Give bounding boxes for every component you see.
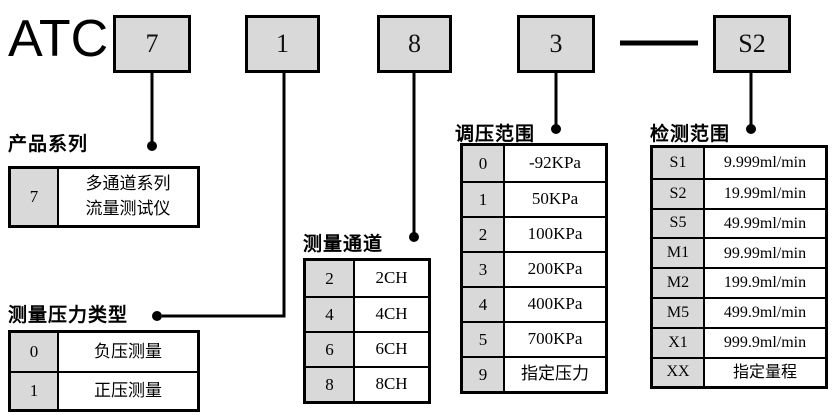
table-row: 1 正压测量	[11, 371, 197, 409]
group-title-pressure-type: 测量压力类型	[8, 305, 129, 326]
table-row: 4 400KPa	[463, 286, 605, 321]
value-cell: -92KPa	[529, 153, 581, 173]
brand-prefix: ATC	[8, 10, 109, 68]
table-series: 7 多通道系列 流量测试仪	[8, 166, 200, 228]
code-cell: 6	[306, 333, 355, 366]
code-cell: 2	[463, 218, 505, 251]
connector-channels-dot	[409, 232, 419, 242]
table-row: 7 多通道系列 流量测试仪	[11, 169, 197, 225]
code-cell: 1	[463, 183, 505, 216]
code-cell: 0	[11, 333, 59, 371]
table-row: 8 8CH	[306, 366, 428, 401]
value-cell: 负压测量	[94, 341, 162, 361]
value-cell: 9.999ml/min	[723, 154, 807, 172]
table-row: 2 2CH	[306, 261, 428, 296]
value-cell: 多通道系列 流量测试仪	[85, 174, 171, 218]
table-row: XX 指定量程	[653, 356, 825, 387]
code-cell: S1	[653, 148, 705, 178]
code-cell: 9	[463, 358, 505, 391]
value-cell: 50KPa	[531, 189, 579, 209]
table-row: S5 49.99ml/min	[653, 207, 825, 238]
table-row: S2 19.99ml/min	[653, 177, 825, 208]
value-cell: 正压测量	[94, 380, 162, 400]
value-cell: 指定量程	[732, 363, 797, 381]
value-cell: 700KPa	[527, 329, 583, 349]
value-cell: 200KPa	[527, 259, 583, 279]
value-cell: 2CH	[375, 268, 408, 288]
code-cell: M2	[653, 269, 705, 297]
group-title-channels: 测量通道	[303, 234, 384, 255]
code-cell: M5	[653, 298, 705, 327]
value-cell: 6CH	[375, 339, 408, 359]
connector-series-dot	[147, 141, 157, 151]
value-cell: 99.99ml/min	[723, 244, 807, 262]
value-cell: 999.9ml/min	[723, 334, 807, 352]
table-channels: 2 2CH 4 4CH 6 6CH 8 8CH	[303, 258, 431, 404]
value-cell: 指定压力	[521, 364, 589, 384]
value-cell: 499.9ml/min	[723, 304, 807, 322]
code-cell: 4	[463, 288, 505, 321]
code-box-series: 7	[113, 15, 191, 73]
code-box-channels: 8	[377, 15, 452, 73]
code-cell: 5	[463, 323, 505, 356]
table-row: 0 负压测量	[11, 333, 197, 371]
code-box-pressure-type: 1	[245, 15, 320, 73]
table-row: X1 999.9ml/min	[653, 326, 825, 357]
value-cell: 19.99ml/min	[723, 185, 807, 203]
value-cell: 4CH	[375, 304, 408, 324]
code-cell: X1	[653, 328, 705, 357]
code-cell: M1	[653, 239, 705, 268]
connector-pressure-range-dot	[551, 124, 561, 134]
code-cell: 0	[463, 146, 505, 181]
code-cell: 2	[306, 261, 355, 296]
value-cell: 8CH	[375, 374, 408, 394]
value-cell: 49.99ml/min	[723, 214, 807, 232]
code-cell: S2	[653, 179, 705, 208]
value-cell: 100KPa	[527, 224, 583, 244]
group-title-series: 产品系列	[8, 134, 89, 155]
connector-pressure-type-dot	[152, 311, 162, 321]
table-pressure-range: 0 -92KPa 1 50KPa 2 100KPa 3 200KPa 4 400KPa 5 700KP…	[460, 143, 608, 394]
code-box-detect-range: S2	[713, 15, 791, 73]
table-row: 1 50KPa	[463, 181, 605, 216]
table-row: 5 700KPa	[463, 321, 605, 356]
code-cell: 7	[11, 169, 59, 225]
table-row: M5 499.9ml/min	[653, 296, 825, 327]
group-title-pressure-range: 调压范围	[455, 124, 536, 145]
table-row: 3 200KPa	[463, 251, 605, 286]
table-row: 6 6CH	[306, 331, 428, 366]
table-row: 9 指定压力	[463, 356, 605, 391]
code-cell: 8	[306, 368, 355, 401]
code-cell: XX	[653, 358, 705, 387]
table-row: M2 199.9ml/min	[653, 267, 825, 297]
group-title-detect-range: 检测范围	[650, 124, 731, 145]
value-cell: 199.9ml/min	[723, 274, 807, 292]
table-row: 2 100KPa	[463, 216, 605, 251]
code-cell: 3	[463, 253, 505, 286]
table-row: 0 -92KPa	[463, 146, 605, 181]
code-cell: 1	[11, 373, 59, 409]
code-cell: S5	[653, 209, 705, 238]
table-row: M1 99.99ml/min	[653, 237, 825, 268]
table-row: S1 9.999ml/min	[653, 148, 825, 178]
code-box-pressure-range: 3	[517, 15, 595, 73]
table-pressure-type: 0 负压测量 1 正压测量	[8, 330, 200, 412]
code-cell: 4	[306, 298, 355, 331]
table-row: 4 4CH	[306, 296, 428, 331]
connector-detect-range-dot	[746, 124, 756, 134]
value-cell: 400KPa	[527, 294, 583, 314]
